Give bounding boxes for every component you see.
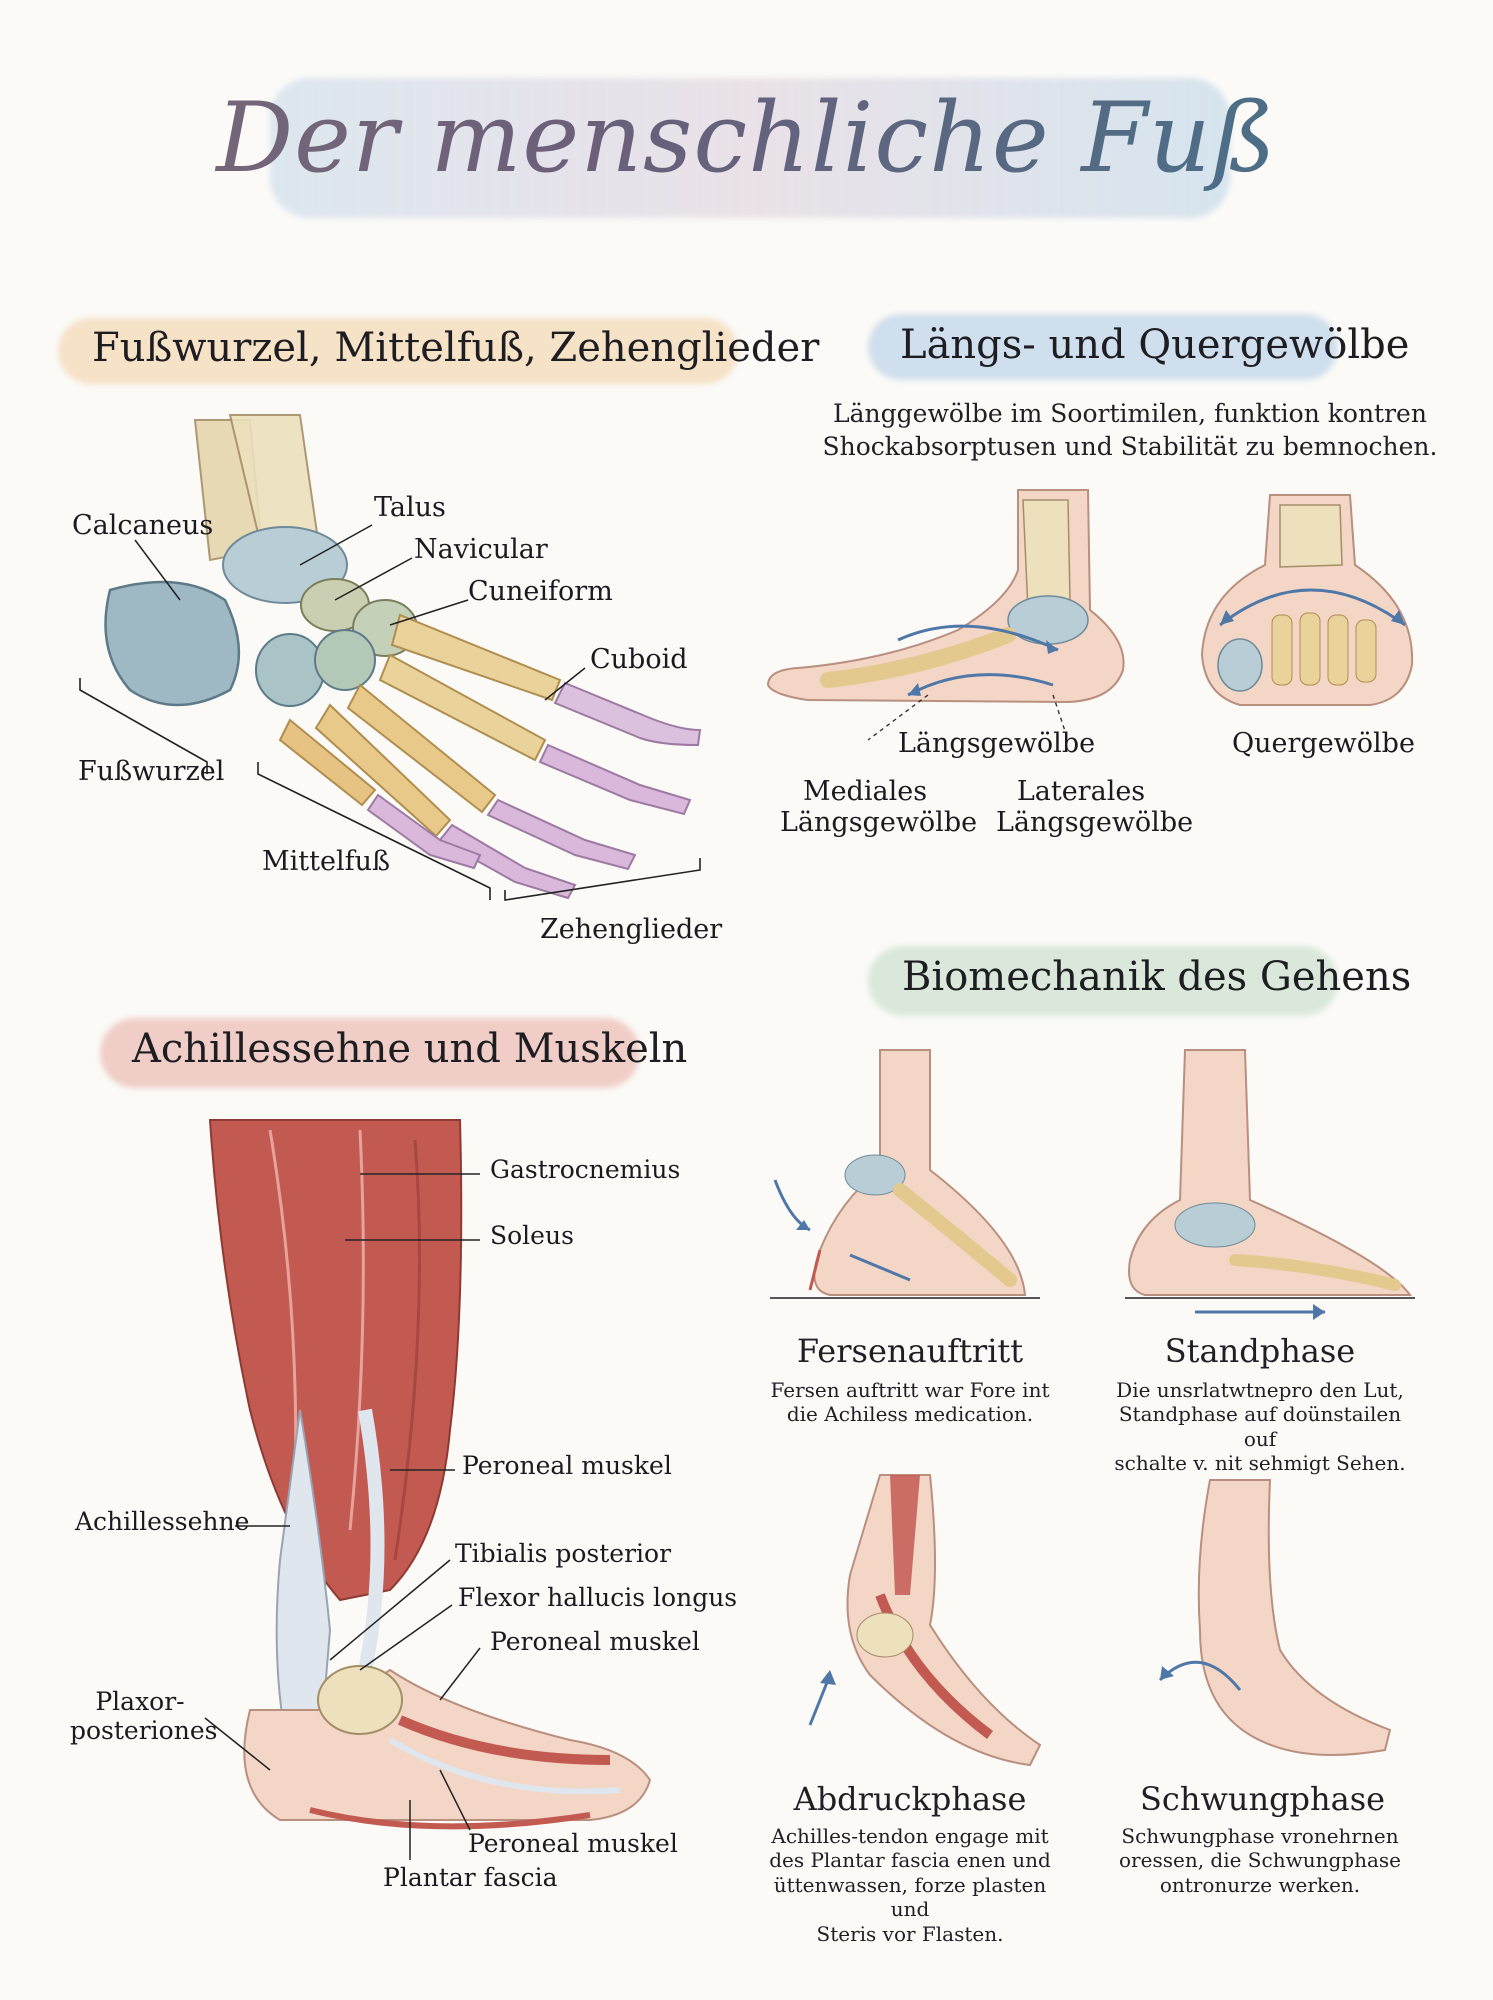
- label-flexor-hallucis-longus: Flexor hallucis longus: [458, 1583, 738, 1612]
- phase-desc-standphase-line-1: Die unsrlatwtnepro den Lut,: [1116, 1378, 1404, 1402]
- skeleton-heading: Fußwurzel, Mittelfuß, Zehenglieder: [92, 325, 820, 371]
- phase-desc-abdruckphase-line-1: Achilles-tendon engage mit: [771, 1824, 1049, 1848]
- label-zehenglieder: Zehenglieder: [540, 914, 723, 945]
- arches-description-line-2: Shockabsorptusen und Stabilität zu bemno…: [822, 431, 1438, 461]
- heel-strike-illustration: [770, 1049, 1040, 1299]
- phase-desc-fersenauftritt-line-2: die Achiless medication.: [786, 1402, 1034, 1427]
- skeleton-heading-wash: [58, 318, 738, 384]
- phase-desc-abdruckphase-line-4: Steris vor Flasten.: [816, 1921, 1004, 1946]
- phase-desc-standphase-line-2: Standphase auf doünstailen ouf: [1118, 1402, 1402, 1451]
- muscles-heading-wash: [100, 1018, 640, 1088]
- phase-desc-abdruckphase-line-2: des Plantar fascia enen und: [769, 1848, 1051, 1873]
- label-mediales-line-1: Mediales: [802, 776, 928, 807]
- label-mediales-line-2: Längsgewölbe: [780, 807, 978, 839]
- page-title: Der menschliche Fuß: [0, 82, 1493, 194]
- calf-muscles-illustration: [208, 1119, 652, 1830]
- phase-desc-schwungphase-line-2: oressen, die Schwungphase: [1119, 1848, 1401, 1873]
- muscles-heading: Achillessehne und Muskeln: [132, 1026, 688, 1072]
- arches-heading: Längs- und Quergewölbe: [900, 322, 1410, 368]
- label-peroneal-muskel-2: Peroneal muskel: [490, 1627, 700, 1656]
- phase-desc-abdruckphase-line-3: üttenwassen, forze plasten und: [773, 1872, 1047, 1922]
- phase-desc-fersenauftritt: Fersen auftritt war Fore int die Achiles…: [760, 1378, 1060, 1427]
- label-laengsgewoelbe: Längsgewölbe: [898, 728, 1096, 759]
- phase-desc-abdruckphase: Achilles-tendon engage mit des Plantar f…: [755, 1824, 1065, 1946]
- label-achillessehne: Achillessehne: [75, 1507, 250, 1536]
- label-mediales: Mediales Längsgewölbe: [780, 776, 978, 839]
- arches-description: Länggewölbe im Soortimilen, funktion kon…: [790, 398, 1470, 463]
- stance-phase-illustration: [1125, 1049, 1415, 1320]
- label-peroneal-muskel-3: Peroneal muskel: [468, 1829, 678, 1858]
- gait-heading-wash: [868, 946, 1338, 1016]
- label-plaxor-line-2: posteriones: [70, 1715, 218, 1745]
- label-cuneiform: Cuneiform: [468, 576, 613, 607]
- phase-title-standphase: Standphase: [1164, 1332, 1356, 1370]
- push-off-illustration: [808, 1474, 1042, 1767]
- phase-desc-standphase-line-3: schalte v. nit sehmigt Sehen.: [1114, 1451, 1406, 1476]
- label-laterales-line-2: Längsgewölbe: [996, 807, 1194, 839]
- phase-desc-schwungphase-line-3: ontronurze werken.: [1159, 1872, 1361, 1897]
- phase-title-fersenauftritt: Fersenauftritt: [796, 1332, 1024, 1370]
- label-peroneal-muskel-1: Peroneal muskel: [462, 1451, 672, 1480]
- label-laterales: Laterales Längsgewölbe: [996, 776, 1194, 839]
- gait-heading: Biomechanik des Gehens: [902, 954, 1412, 1000]
- swing-phase-illustration: [1158, 1479, 1392, 1756]
- arches-description-line-1: Länggewölbe im Soortimilen, funktion kon…: [833, 399, 1427, 428]
- longitudinal-arch-illustration: [766, 489, 1125, 741]
- label-laterales-line-1: Laterales: [1016, 776, 1146, 807]
- transverse-arch-illustration: [1200, 494, 1414, 706]
- phase-title-abdruckphase: Abdruckphase: [793, 1780, 1027, 1818]
- label-cuboid: Cuboid: [590, 644, 688, 675]
- foot-skeleton-illustration: [79, 414, 702, 901]
- phase-title-schwungphase: Schwungphase: [1140, 1780, 1386, 1818]
- label-quergewoelbe: Quergewölbe: [1232, 728, 1415, 759]
- label-navicular: Navicular: [414, 534, 548, 565]
- phase-desc-schwungphase-line-1: Schwungphase vronehrnen: [1121, 1824, 1399, 1848]
- label-plaxor-line-1: Plaxor-: [95, 1687, 185, 1716]
- title-wash: [270, 78, 1230, 218]
- label-soleus: Soleus: [490, 1221, 574, 1250]
- label-talus: Talus: [374, 492, 446, 523]
- label-mittelfuss: Mittelfuß: [262, 846, 391, 877]
- phase-desc-fersenauftritt-line-1: Fersen auftritt war Fore int: [770, 1378, 1050, 1402]
- arches-heading-wash: [868, 314, 1338, 380]
- phase-desc-standphase: Die unsrlatwtnepro den Lut, Standphase a…: [1100, 1378, 1420, 1476]
- label-tibialis-posterior: Tibialis posterior: [455, 1539, 672, 1568]
- phase-desc-schwungphase: Schwungphase vronehrnen oressen, die Sch…: [1110, 1824, 1410, 1897]
- label-plantar-fascia: Plantar fascia: [383, 1863, 558, 1892]
- label-gastrocnemius: Gastrocnemius: [490, 1155, 681, 1184]
- label-plaxor-posteriones: Plaxor- posteriones: [70, 1687, 218, 1746]
- label-fusswurzel: Fußwurzel: [78, 756, 225, 787]
- label-calcaneus: Calcaneus: [72, 510, 214, 541]
